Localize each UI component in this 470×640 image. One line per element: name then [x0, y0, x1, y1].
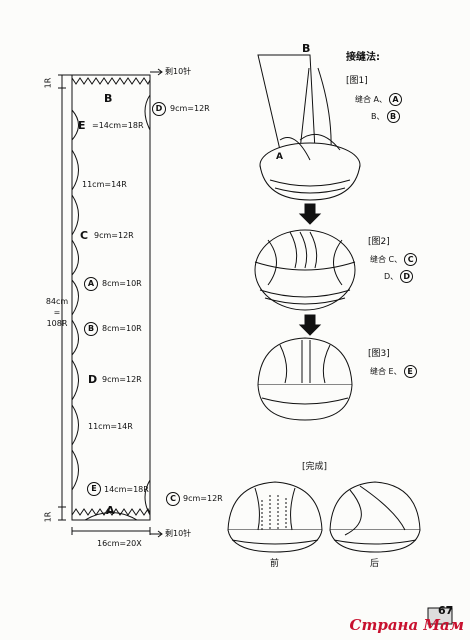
- fig1-a: A: [276, 152, 283, 162]
- fig1-line1: 缝合 A、A: [355, 93, 403, 106]
- fig3-label: [图3]: [368, 349, 390, 359]
- fig3-line1: 缝合 E、E: [370, 365, 417, 378]
- back-label: 后: [370, 559, 380, 569]
- circle-b-icon: B: [386, 110, 400, 123]
- seg-11-top: 11cm=14R: [82, 180, 127, 189]
- fig2-label: [图2]: [368, 237, 390, 247]
- finish-label: [完成]: [302, 462, 328, 472]
- circle-d-icon: D: [400, 270, 414, 283]
- seg-d-top: 9cm=12R: [170, 104, 210, 113]
- zigzag-bottom: [71, 508, 151, 516]
- finished-front: [227, 481, 323, 531]
- seg-e-top: =14cm=18R: [92, 121, 144, 130]
- watermark: Страна Мам: [349, 616, 464, 634]
- bind-off-bottom: 剩10针: [165, 529, 192, 538]
- seg-a: 8cm=10R: [102, 279, 142, 288]
- seg-d: 9cm=12R: [102, 375, 142, 384]
- label-a: A: [106, 504, 115, 517]
- rows-top-label: 1R: [43, 77, 53, 89]
- fig2-line2: D、D: [384, 270, 414, 283]
- height-dimension: 84cm = 108R: [45, 297, 69, 328]
- letter-c: C: [80, 229, 89, 242]
- label-b: B: [104, 92, 113, 105]
- fig-top-b: B: [302, 42, 311, 55]
- fig1-line2: B、B: [371, 110, 400, 123]
- page-number: 67: [438, 604, 454, 617]
- bind-off-top: 剩10针: [165, 67, 192, 76]
- circle-c-icon: C: [404, 253, 418, 266]
- seg-b: 8cm=10R: [102, 324, 142, 333]
- front-label: 前: [270, 559, 280, 569]
- letter-e1: E: [78, 119, 86, 132]
- finished-back: [329, 481, 421, 531]
- circle-a-icon: A: [389, 93, 403, 106]
- zigzag-top: [71, 77, 151, 85]
- circle-e2: E: [87, 482, 101, 496]
- fig3-dome: [257, 337, 353, 386]
- width-dimension: 16cm=20X: [97, 539, 142, 548]
- seg-c-bottom: 9cm=12R: [183, 494, 223, 503]
- seam-title: 接缝法:: [346, 52, 380, 63]
- fig1-label: [图1]: [346, 76, 368, 86]
- fig2-line1: 缝合 C、C: [370, 253, 418, 266]
- circle-d-top: D: [152, 102, 166, 116]
- seg-c: 9cm=12R: [94, 231, 134, 240]
- circle-a: A: [84, 277, 98, 291]
- seg-11-bottom: 11cm=14R: [88, 422, 133, 431]
- circle-c-bottom: C: [166, 492, 180, 506]
- strip-outline: [71, 74, 151, 521]
- rows-bottom-label: 1R: [43, 511, 53, 523]
- letter-d: D: [88, 373, 98, 386]
- seg-e-bottom: 14cm=18R: [104, 485, 149, 494]
- circle-e-icon: E: [403, 365, 417, 378]
- circle-b: B: [84, 322, 98, 336]
